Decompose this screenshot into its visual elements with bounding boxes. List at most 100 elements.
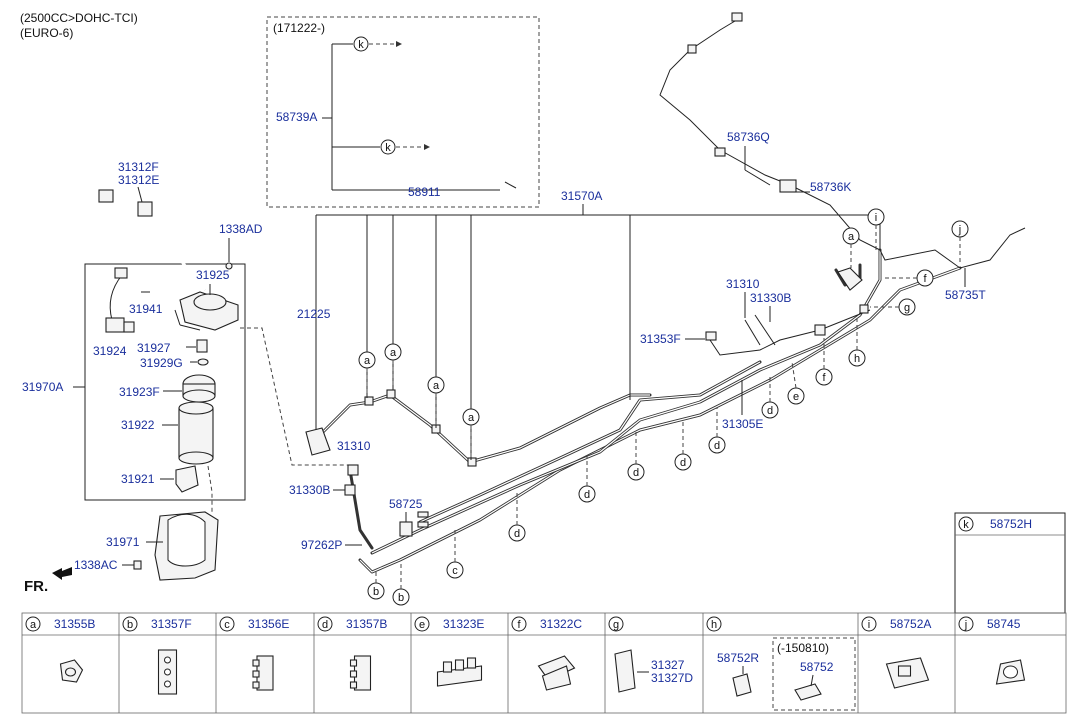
legend-letter-j: j — [964, 619, 967, 631]
inset-callout-k1: k — [358, 39, 364, 51]
callout-e1: e — [787, 361, 805, 405]
svg-text:a: a — [433, 380, 440, 392]
legend-part-j: 58745 — [987, 617, 1021, 631]
callout-markers: a a a a a b b c d d d d d d e f f g h i … — [358, 208, 969, 606]
svg-text:d: d — [633, 467, 639, 479]
part-97262P: 97262P — [301, 538, 342, 552]
svg-text:a: a — [468, 412, 475, 424]
callout-d2: d — [578, 455, 596, 503]
legend-letter-d: d — [322, 619, 328, 631]
part-31305E: 31305E — [722, 417, 763, 431]
part-58736K: 58736K — [810, 180, 851, 194]
callout-d3: d — [627, 432, 645, 481]
legend-k-part: 58752H — [990, 517, 1032, 531]
legend-cell-e: e 31323E — [410, 613, 484, 713]
legend-cell-a: a 31355B — [25, 616, 95, 683]
legend-illustration-b — [157, 649, 178, 695]
svg-text:h: h — [854, 353, 860, 365]
main-labels: 31570A 21225 58736Q 58736K 58735T 31310 … — [289, 130, 986, 552]
legend-illustration-j — [995, 659, 1026, 685]
front-label: FR. — [24, 578, 48, 595]
legend-h-note: (-150810) — [777, 641, 829, 655]
svg-text:j: j — [958, 224, 961, 236]
svg-text:d: d — [584, 489, 590, 501]
part-31310-lower: 31310 — [337, 439, 371, 453]
callout-b2: b — [392, 562, 410, 606]
legend-letter-g: g — [613, 619, 619, 631]
svg-text:f: f — [923, 273, 927, 285]
part-31570A: 31570A — [561, 189, 602, 203]
callout-d4: d — [674, 422, 692, 471]
engine-spec-text: (2500CC>DOHC-TCI) — [20, 11, 138, 25]
inset-date: (171222-) — [273, 21, 325, 35]
part-31921: 31921 — [121, 472, 155, 486]
part-31922: 31922 — [121, 418, 155, 432]
legend-part-h-1: 58752 — [800, 660, 834, 674]
legend-letter-i: i — [868, 619, 870, 631]
legend-part-c: 31356E — [248, 617, 289, 631]
legend-part-g-0: 31327 — [651, 658, 685, 672]
legend-letter-a: a — [30, 619, 37, 631]
svg-text:b: b — [398, 592, 404, 604]
part-31310-upper: 31310 — [726, 277, 760, 291]
callout-c1: c — [446, 530, 464, 579]
part-31970A: 31970A — [22, 380, 63, 394]
legend-part-f: 31322C — [540, 617, 582, 631]
emission-spec-text: (EURO-6) — [20, 26, 73, 40]
svg-text:a: a — [390, 347, 397, 359]
legend-part-g-1: 31327D — [651, 671, 693, 685]
legend-letter-c: c — [224, 619, 230, 631]
legend-cell-b: b 31357F — [118, 613, 192, 713]
callout-b1: b — [367, 570, 385, 600]
part-58735T: 58735T — [945, 288, 986, 302]
part-1338AC: 1338AC — [74, 558, 118, 572]
svg-text:b: b — [373, 586, 379, 598]
callout-g1: g — [870, 298, 916, 316]
svg-text:d: d — [680, 457, 686, 469]
legend-part-h-0: 58752R — [717, 651, 759, 665]
part-58739A: 58739A — [276, 110, 317, 124]
legend-k-letter: k — [963, 519, 969, 531]
inset-callout-k2: k — [385, 142, 391, 154]
callout-a1: a — [358, 351, 376, 395]
legend-letter-e: e — [419, 619, 425, 631]
legend-illustration-g — [614, 649, 649, 693]
legend-illustration-h — [732, 637, 856, 711]
svg-text:f: f — [822, 372, 826, 384]
part-31312E: 31312E — [118, 173, 159, 187]
part-1338AD: 1338AD — [219, 222, 263, 236]
front-direction-arrow: FR. — [24, 567, 72, 595]
legend-letter-f: f — [517, 619, 521, 631]
part-58911: 58911 — [408, 185, 441, 199]
part-31929G: 31929G — [140, 356, 183, 370]
part-31353F: 31353F — [640, 332, 681, 346]
legend-illustration-f — [537, 655, 576, 691]
callout-j1: j — [951, 220, 969, 265]
svg-text:d: d — [714, 440, 720, 452]
legend-part-a: 31355B — [54, 617, 95, 631]
legend-letter-b: b — [127, 619, 133, 631]
legend-part-e: 31323E — [443, 617, 484, 631]
fuel-filter-assembly: 31970A 31312F 31312E 1338AD 31925 31941 … — [22, 160, 263, 501]
line-fittings — [305, 12, 869, 537]
legend-illustration-i — [885, 657, 930, 689]
part-31925: 31925 — [196, 268, 230, 282]
svg-text:a: a — [364, 355, 371, 367]
part-31941: 31941 — [129, 302, 163, 316]
legend-illustration-a — [59, 659, 84, 683]
part-58736Q: 58736Q — [727, 130, 770, 144]
svg-text:e: e — [793, 391, 799, 403]
inset-box: (171222-) k k 58739A 58911 — [266, 16, 540, 208]
part-31312F: 31312F — [118, 160, 159, 174]
legend-illustration-d — [349, 655, 372, 691]
svg-text:a: a — [848, 231, 855, 243]
part-58725: 58725 — [389, 497, 423, 511]
callout-i1: i — [867, 208, 885, 250]
legend-part-i: 58752A — [890, 617, 931, 631]
legend-part-b: 31357F — [151, 617, 192, 631]
